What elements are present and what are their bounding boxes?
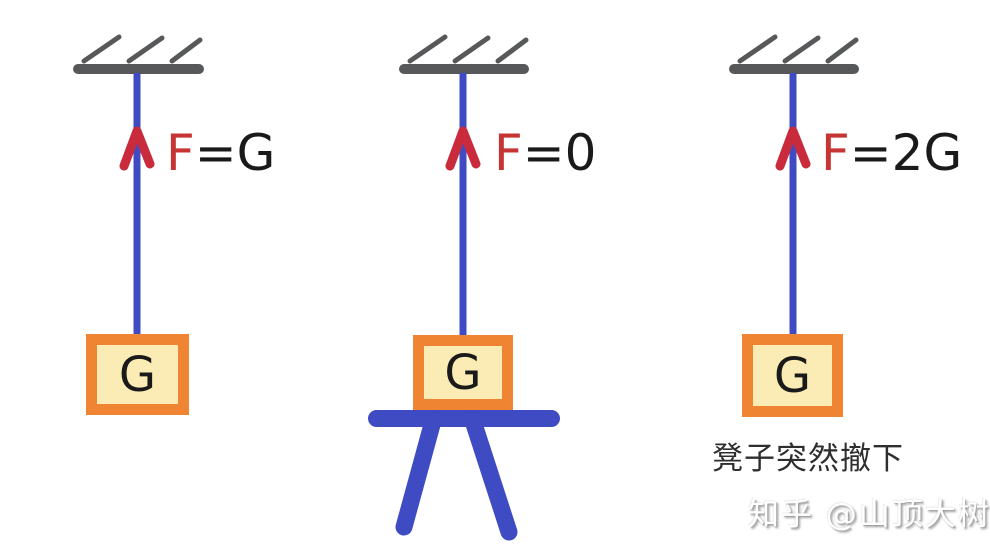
force-symbol: F (821, 124, 850, 182)
ceiling-bar (399, 64, 529, 74)
force-label-stool-removed: F=2G (821, 128, 962, 178)
force-label-hanging: F=G (166, 128, 275, 178)
ceiling-hatch-icon (737, 34, 778, 64)
force-value: =G (194, 124, 276, 182)
weight-box-on-stool: G (413, 335, 513, 410)
ceiling-bar (73, 64, 204, 74)
weight-label: G (773, 347, 812, 404)
diagram-on-stool (368, 34, 560, 541)
ceiling-hatch-icon (81, 34, 122, 64)
ceiling-hatch-icon (452, 35, 491, 64)
weight-label: G (118, 346, 157, 403)
weight-box-stool-removed: G (742, 334, 843, 417)
ceiling-hatch-icon (782, 35, 821, 64)
ceiling-hatch-icon (169, 37, 203, 64)
force-value: =2G (849, 124, 963, 182)
stool-leg-left (395, 412, 442, 536)
force-symbol: F (166, 124, 195, 182)
diagram-stool-removed (729, 34, 859, 336)
tension-arrow-icon (119, 126, 155, 171)
weight-label: G (444, 344, 482, 401)
tension-arrow-icon (775, 126, 811, 171)
ceiling-bar (729, 64, 859, 74)
ceiling-hatch-icon (126, 35, 165, 64)
watermark: 知乎 @山顶大树 (748, 497, 990, 533)
force-value: =0 (522, 124, 597, 182)
tension-arrow-icon (445, 126, 481, 171)
ceiling-hatch-icon (407, 34, 448, 64)
weight-box-hanging: G (86, 334, 189, 415)
stool-seat (368, 410, 560, 427)
ceiling-hatch-icon (825, 37, 859, 64)
force-label-on-stool: F=0 (494, 128, 596, 178)
caption-stool-removed: 凳子突然撤下 (712, 441, 904, 477)
stool-leg-right (464, 412, 518, 541)
ceiling-hatch-icon (495, 37, 529, 64)
force-symbol: F (494, 124, 523, 182)
diagram-hanging-free (73, 34, 204, 336)
